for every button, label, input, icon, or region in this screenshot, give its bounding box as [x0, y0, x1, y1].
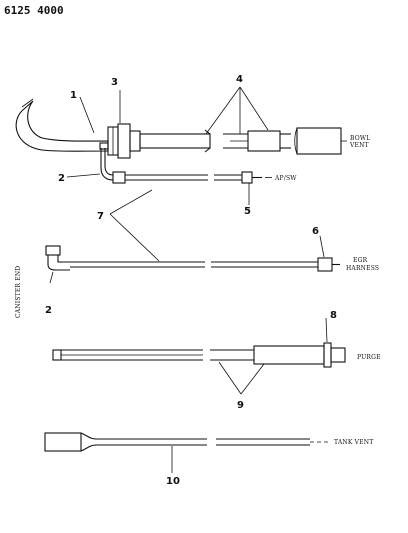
- callout-7: 7: [97, 211, 104, 222]
- egr-label-1: EGR: [353, 257, 368, 264]
- ap-sw-connector: [241, 171, 253, 184]
- canister-elbow-cap: [45, 245, 61, 256]
- egr-label-2: HARNESS: [346, 265, 379, 272]
- valve-flange-right: [117, 123, 131, 159]
- diagram-code: 6125 4000: [4, 4, 64, 17]
- hose-segment-b: [296, 127, 342, 155]
- tank-vent-hose-end: [44, 432, 82, 452]
- tank-vent-label: TANK VENT: [334, 439, 373, 446]
- callouts: 1 3 4 2 5 7 6 2 8 9 10: [45, 74, 337, 487]
- callout-10: 10: [166, 476, 180, 487]
- ap-sw-hose-assembly: AP/SW: [99, 142, 297, 184]
- callout-4: 4: [236, 74, 243, 85]
- hose-connector: [247, 130, 281, 152]
- callout-5: 5: [244, 206, 251, 217]
- callout-9: 9: [237, 400, 244, 411]
- tank-vent-hose: [80, 432, 207, 452]
- egr-connector: [317, 257, 333, 272]
- callout-2-bottom: 2: [45, 305, 52, 316]
- purge-fitting: [323, 342, 332, 368]
- hose-elbow-outline: [15, 100, 109, 152]
- callout-6: 6: [312, 226, 319, 237]
- bowl-vent-label-2: VENT: [349, 142, 369, 149]
- callout-1: 1: [70, 90, 77, 101]
- canister-elbow: [47, 255, 70, 271]
- callout-2-top: 2: [58, 173, 65, 184]
- bowl-vent-label-1: BOWL: [350, 135, 370, 142]
- purge-sleeve: [253, 345, 325, 365]
- valve-body: [129, 130, 141, 152]
- leader-lines: [49, 86, 328, 473]
- ap-sw-label: AP/SW: [274, 175, 297, 182]
- elbow-fitting-top: [104, 148, 114, 176]
- purge-label: PURGE: [357, 354, 381, 361]
- egr-hose-assembly: EGR HARNESS CANISTER END: [15, 245, 379, 318]
- callout-3: 3: [111, 77, 118, 88]
- purge-hose-end: [52, 349, 62, 361]
- bowl-vent-hose-assembly: BOWL VENT: [15, 98, 370, 159]
- hose-segment-a: [139, 133, 211, 149]
- tank-vent-hose-assembly: TANK VENT: [44, 432, 373, 452]
- callout-8: 8: [330, 310, 337, 321]
- canister-end-label: CANISTER END: [15, 266, 22, 318]
- hose-end-cap: [21, 98, 34, 108]
- purge-hose-assembly: PURGE: [52, 342, 381, 368]
